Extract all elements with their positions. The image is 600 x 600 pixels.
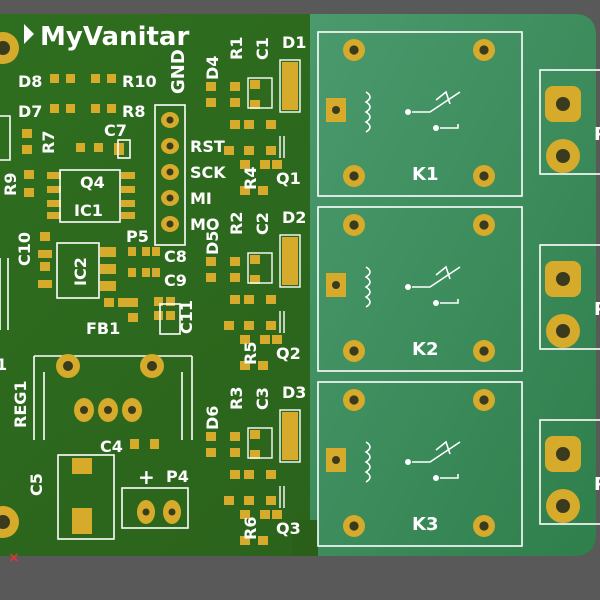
mask-step	[292, 520, 318, 556]
label-k2: K2	[412, 339, 438, 360]
relay-outline-k3	[317, 381, 523, 547]
label-c9: C9	[164, 271, 187, 290]
label-q3: Q3	[276, 519, 301, 538]
label-d2: D2	[282, 208, 306, 227]
label-r5: R5	[241, 342, 260, 365]
switch-contact-icon-k3	[405, 459, 411, 465]
pin-label-rst: RST	[190, 137, 225, 156]
relay-pin-a-k1	[343, 39, 365, 61]
label-c1: C1	[253, 37, 272, 60]
label-c10: C10	[15, 232, 34, 266]
label-k1: K1	[412, 164, 438, 185]
mounting-hole-bottom	[0, 506, 19, 538]
label-d8: D8	[18, 72, 42, 91]
label-r8: R8	[122, 102, 145, 121]
terminal-block-k1: P	[539, 69, 600, 175]
label-q1: Q1	[276, 169, 301, 188]
coil-icon-k1	[364, 91, 371, 133]
label-r2: R2	[227, 212, 246, 235]
label-c4: C4	[100, 437, 123, 456]
label-q2: Q2	[276, 344, 301, 363]
relay-pin-b-k2	[343, 340, 365, 362]
isp-header-pads	[161, 112, 179, 232]
board-title: MyVanitar	[40, 22, 189, 52]
terminal-block-k2: P	[539, 244, 600, 350]
origin-marker: ×	[8, 550, 20, 566]
label-p4: P4	[166, 467, 189, 486]
relay-pin-a-k3	[343, 389, 365, 411]
pin-label-mi: MI	[190, 189, 212, 208]
relay-pin-c-k2	[473, 214, 495, 236]
label-r9: R9	[1, 173, 20, 196]
pin-label-gnd: GND	[168, 49, 189, 94]
coil-icon-k2	[364, 266, 371, 308]
label-r10: R10	[122, 72, 157, 91]
switch-contact-icon-k2	[405, 284, 411, 290]
label-ic2: IC2	[71, 257, 90, 286]
label-terminal-cut-k3: P	[594, 474, 600, 495]
relay-pin-d-k1	[473, 165, 495, 187]
label-q4: Q4	[80, 173, 105, 192]
label-terminal-cut-k1: P	[594, 124, 600, 145]
label-d6: D6	[203, 406, 222, 430]
label-r1: R1	[227, 37, 246, 60]
relay-k2: K2	[317, 206, 523, 372]
silk-outlines-left	[0, 104, 193, 540]
label-d1: D1	[282, 33, 306, 52]
label-ic1: IC1	[74, 201, 103, 220]
label-c2: C2	[253, 212, 272, 235]
label-c11: C11	[177, 300, 196, 334]
label-terminal-cut-k2: P	[594, 299, 600, 320]
label-c5: C5	[27, 473, 46, 496]
pin-label-sck: SCK	[190, 163, 226, 182]
relay-pin-d-k2	[473, 340, 495, 362]
label-d4: D4	[203, 56, 222, 80]
relay-pin-d-k3	[473, 515, 495, 537]
relay-outline-k2	[317, 206, 523, 372]
relay-pin-c-k3	[473, 389, 495, 411]
label-d3: D3	[282, 383, 306, 402]
label-d5: D5	[203, 231, 222, 255]
title-arrow-icon	[24, 24, 34, 44]
reg1-pads	[56, 354, 164, 422]
p4-pads	[137, 500, 181, 524]
label-d7: D7	[18, 102, 42, 121]
smd-pads-left	[22, 74, 175, 534]
switch-contact-icon-k1	[405, 109, 411, 115]
relay-pin-b-k1	[343, 165, 365, 187]
relay-k1: K1	[317, 31, 523, 197]
label-r6: R6	[241, 517, 260, 540]
label-r3: R3	[227, 387, 246, 410]
label-plus: +	[138, 465, 155, 489]
label-p5: P5	[126, 227, 149, 246]
label-r7: R7	[39, 131, 58, 154]
relay-pin-b-k3	[343, 515, 365, 537]
label-one: 1	[0, 355, 7, 374]
relay-k3: K3	[317, 381, 523, 547]
label-c8: C8	[164, 247, 187, 266]
relay-copper-area	[310, 14, 596, 556]
terminal-block-k3: P	[539, 419, 600, 525]
relay-pin-c-k1	[473, 39, 495, 61]
label-c7: C7	[104, 121, 127, 140]
mounting-hole-top	[0, 32, 19, 64]
pin-label-mo: MO	[190, 215, 220, 234]
label-k3: K3	[412, 514, 438, 535]
relay-outline-k1	[317, 31, 523, 197]
label-reg1: REG1	[11, 380, 30, 428]
coil-icon-k3	[364, 441, 371, 483]
relay-pin-a-k2	[343, 214, 365, 236]
label-fb1: FB1	[86, 319, 120, 338]
label-r4: R4	[241, 167, 260, 190]
label-c3: C3	[253, 387, 272, 410]
